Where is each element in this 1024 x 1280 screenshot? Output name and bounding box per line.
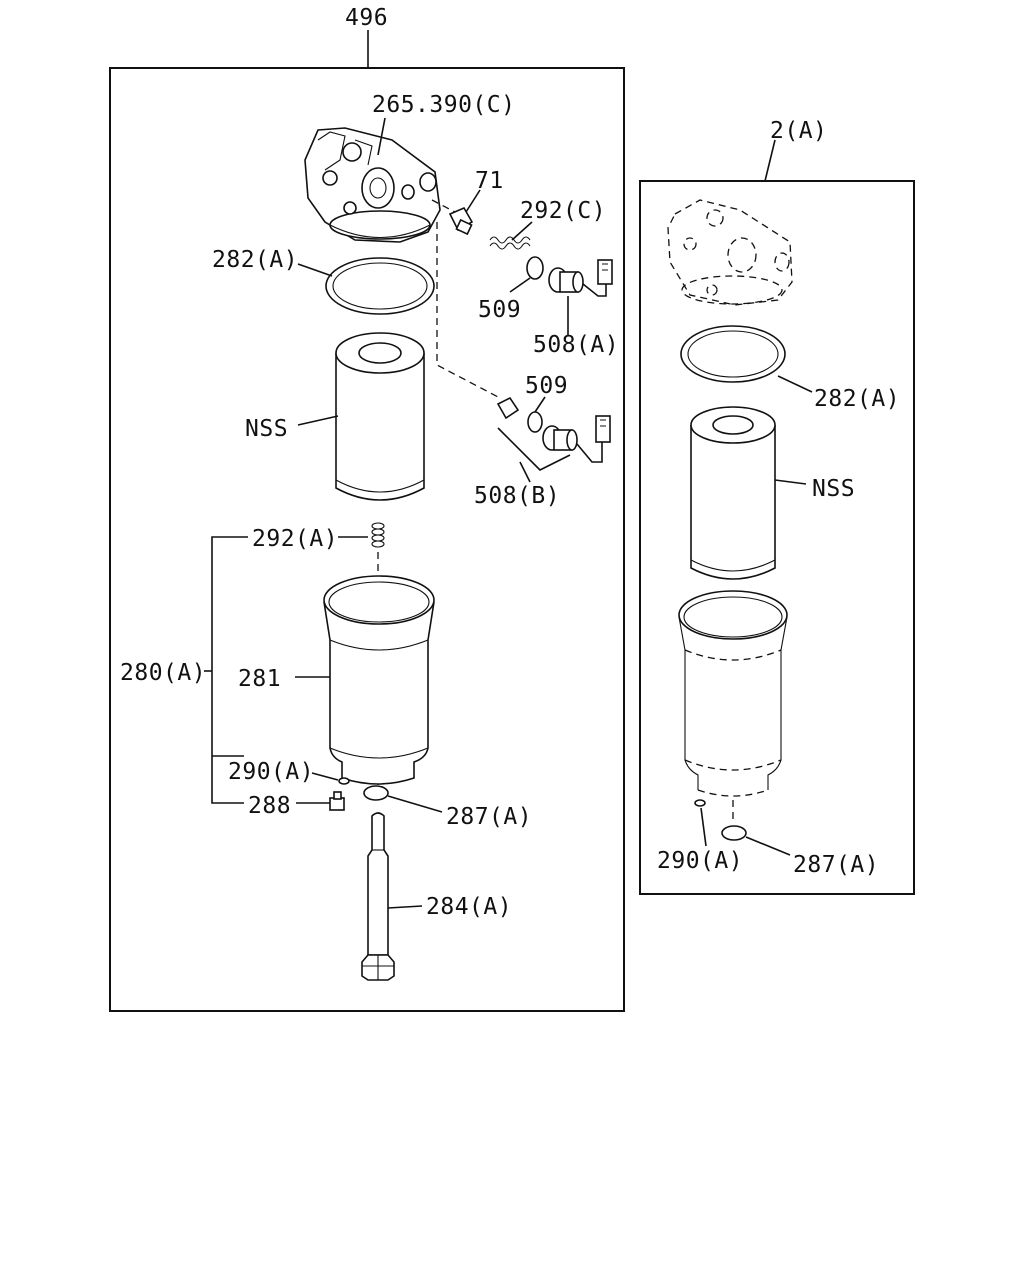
alt-gasket-label: 282(A) xyxy=(814,386,900,412)
bolt-label: 284(A) xyxy=(426,894,512,920)
head-label: 265.390(C) xyxy=(372,92,515,118)
alt-gasket-part xyxy=(680,325,786,383)
alt-bowl-part xyxy=(678,590,788,822)
sensor-a-label: 508(A) xyxy=(533,332,619,358)
main-assembly-frame xyxy=(109,67,625,1012)
washer-top-part xyxy=(526,256,544,280)
alt-assembly-ref-label: 2(A) xyxy=(770,118,827,144)
port-axis-top xyxy=(431,199,456,213)
sensor-b-label: 508(B) xyxy=(474,483,560,509)
sensor-b-part xyxy=(542,415,611,463)
alt-gasket-leader xyxy=(777,375,813,393)
gasket-label: 282(A) xyxy=(212,247,298,273)
oring-part xyxy=(338,777,350,785)
alt-oring-part xyxy=(694,799,706,807)
washer-bottom-label: 509 xyxy=(525,373,568,399)
washer-bottom-leader xyxy=(534,396,546,413)
element-leader xyxy=(297,415,339,426)
washer-top-label: 509 xyxy=(478,297,521,323)
fitting-leader xyxy=(465,189,481,213)
alt-oring-leader xyxy=(700,807,707,847)
oring-label: 290(A) xyxy=(228,759,314,785)
plug-part xyxy=(329,791,345,811)
seal-label: 287(A) xyxy=(446,804,532,830)
alt-filter-element-part xyxy=(690,406,776,580)
center-bolt-part xyxy=(361,812,395,981)
sensor-b-bracket xyxy=(497,427,571,471)
washer-bottom-part xyxy=(527,411,543,433)
gasket-leader xyxy=(297,263,333,277)
seal-part xyxy=(363,785,389,801)
alt-element-leader xyxy=(774,479,807,485)
bowl-part xyxy=(323,575,435,785)
plug-label: 288 xyxy=(248,793,291,819)
gasket-part xyxy=(325,257,435,315)
alt-oring-label: 290(A) xyxy=(657,848,743,874)
alt-seal-part xyxy=(721,825,747,841)
bowl-assy-label: 280(A) xyxy=(120,660,206,686)
spring-a-part xyxy=(371,522,385,548)
alt-element-label: NSS xyxy=(812,476,855,502)
spring-c-label: 292(C) xyxy=(520,198,606,224)
element-label: NSS xyxy=(245,416,288,442)
filter-head-part xyxy=(304,127,441,243)
bowl-assy-bracket xyxy=(211,536,248,804)
alt-seal-leader xyxy=(745,836,791,856)
spring-c-leader xyxy=(511,221,533,241)
fitting-label: 71 xyxy=(475,168,504,194)
sensor-b-leader xyxy=(519,461,531,483)
spring-a-label: 292(A) xyxy=(252,526,338,552)
bowl-label: 281 xyxy=(238,666,281,692)
main-assembly-ref-label: 496 xyxy=(345,5,388,31)
seal-leader xyxy=(387,795,443,813)
alt-ref-leader xyxy=(764,139,776,182)
bolt-leader xyxy=(387,905,423,909)
alt-seal-label: 287(A) xyxy=(793,852,879,878)
washer-top-leader xyxy=(509,277,531,293)
port-fitting-bottom-part xyxy=(496,396,520,420)
head-leader xyxy=(377,117,386,156)
oring-leader xyxy=(212,755,339,781)
alt-filter-head-part xyxy=(667,199,793,306)
fitting-part xyxy=(448,206,474,236)
sensor-a-part xyxy=(548,259,613,297)
alternate-assembly-frame xyxy=(639,180,915,895)
spring-c-part xyxy=(489,236,531,250)
filter-element-part xyxy=(335,332,425,501)
